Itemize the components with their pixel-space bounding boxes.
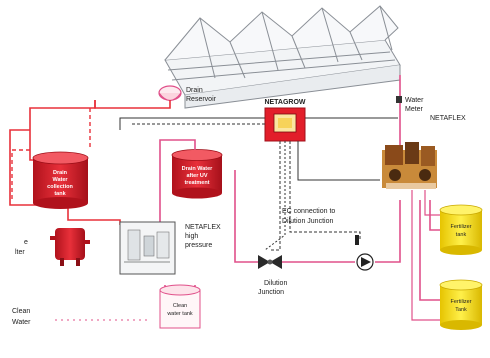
ec-sensor [355, 235, 359, 245]
netaflex-hp-label-2: high [185, 233, 198, 240]
clean-water-label-2: Water [12, 319, 31, 326]
fertilizer-tank-a: Fertilizer tank [440, 205, 482, 255]
filter-label-2: lter [15, 249, 25, 256]
collection-tank-label-1: Drain [53, 170, 68, 176]
water-meter-label-2: Meter [405, 106, 424, 113]
collection-tank-label-3: collection [47, 184, 73, 190]
water-meter: Water Meter NETAFLEX [396, 96, 466, 122]
drain-collection-tank: Drain Water collection tank [33, 152, 88, 209]
dilution-junction-label-2: Junction [258, 289, 284, 296]
fertilizer-tank-a-label-2: tank [456, 232, 467, 238]
collection-tank-label-4: tank [54, 191, 66, 197]
netagrow-controller: NETAGROW [264, 99, 305, 141]
netaflex-hp-label-1: NETAFLEX [185, 224, 221, 231]
netaflex-machine [382, 142, 437, 189]
drain-reservoir-label-2: Reservoir [186, 96, 217, 103]
netagrow-label: NETAGROW [264, 99, 305, 106]
uv-tank-label-1: Drain Water [182, 166, 214, 172]
drain-uv-tank: Drain Water after UV treatment [172, 150, 222, 199]
fertilizer-tank-b: Fertilizer Tank [440, 280, 482, 330]
collection-tank-label-2: Water [52, 177, 68, 183]
fertilizer-tank-b-label-2: Tank [455, 307, 467, 313]
pump [357, 254, 373, 270]
dilution-junction-valve: Dilution Junction [258, 255, 287, 296]
drain-reservoir-label: Drain [186, 87, 203, 94]
filter: e lter [15, 228, 90, 266]
clean-water-tank: Clean water tank [160, 285, 200, 328]
netaflex-high-pressure-unit: NETAFLEX high pressure [120, 222, 221, 274]
ec-connection-label-1: EC connection to [282, 208, 335, 215]
netaflex-label: NETAFLEX [430, 115, 466, 122]
filter-label-1: e [24, 239, 28, 246]
clean-tank-label-1: Clean [173, 303, 187, 309]
netaflex-hp-label-3: pressure [185, 242, 212, 249]
clean-tank-label-2: water tank [166, 311, 193, 317]
clean-water-label-1: Clean [12, 308, 30, 315]
fertilizer-tank-a-label-1: Fertilizer [450, 224, 471, 230]
dilution-junction-label-1: Dilution [264, 280, 287, 287]
fertilizer-tank-b-label-1: Fertilizer [450, 299, 471, 305]
uv-tank-label-3: treatment [184, 180, 209, 186]
water-meter-label-1: Water [405, 97, 424, 104]
ec-connection-label-2: Dilution Junction [282, 218, 333, 225]
uv-tank-label-2: after UV [186, 173, 207, 179]
